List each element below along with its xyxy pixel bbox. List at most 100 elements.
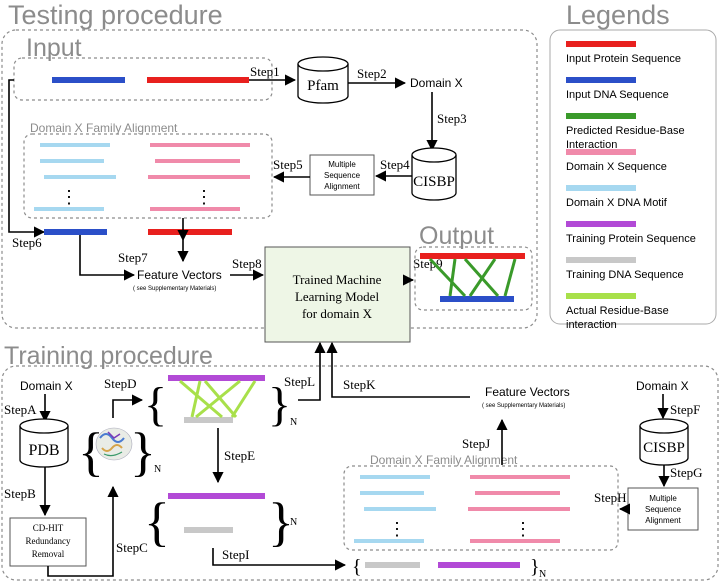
training-msa-box [627,487,699,531]
legend-label: Domain X Sequence [566,161,667,173]
stepG-label: StepG [670,465,703,480]
step7-label: Step7 [118,250,148,265]
see-supp-label-test: ( see Supplementary Materials) [133,286,216,292]
pdb-database-icon [19,418,69,468]
stepI-label: StepI [222,547,249,562]
cdhit-line3: Removal [32,549,65,559]
step3-label: Step3 [437,111,467,126]
separated-right-brace: } [268,492,294,552]
domain-x-label-left: Domain X [20,379,73,393]
complex-n-label: N [290,417,297,428]
step9-label: Step9 [413,256,443,271]
step8-label: Step8 [232,256,262,271]
protein-structure-image [95,427,133,461]
training-msa-line1: Multiple [649,494,677,503]
step6-arrow [8,79,46,238]
legend-label: Training Protein Sequence [566,233,696,245]
see-supp-label-train: ( see Supplementary Materials) [482,403,565,409]
legend-label: Input Protein Sequence [566,53,681,65]
input-box [13,57,273,101]
training-cisbp-label: CISBP [643,440,685,456]
stepL-label: StepL [284,374,315,389]
msa-box [309,154,375,196]
trained-model-box [264,246,411,343]
pdb-label: PDB [28,442,59,459]
model-line1: Trained Machine [293,272,382,287]
cisbp-database-icon [411,147,457,201]
family-alignment-box [23,133,273,219]
ellipsis-motif: ⋮ [60,187,78,207]
stepA-label: StepA [4,402,37,417]
input-title: Input [26,34,82,62]
stepD-arrow [112,394,144,418]
cdhit-line1: CD-HIT [33,523,64,533]
predicted-interaction-lines [428,257,517,298]
stepL-arrow [298,341,326,401]
family-alignment-rows [34,143,250,211]
training-msa-line2: Sequence [645,505,682,514]
feature-vectors-label-train: Feature Vectors [485,385,570,399]
separated-n-label: N [290,517,297,528]
step5-label: Step5 [273,157,303,172]
ellipsis-seq: ⋮ [195,187,213,207]
pfam-label: Pfam [307,78,339,94]
testing-title: Testing procedure [8,0,223,30]
stepF-label: StepF [670,402,700,417]
step6-label: Step6 [12,235,42,250]
msa-line2: Sequence [324,171,361,180]
bottom-left-brace: { [352,556,362,578]
stepK-label: StepK [343,377,376,392]
stepE-label: StepE [224,448,255,463]
stepI-arrow [212,548,347,571]
complex-left-brace: { [144,378,167,431]
training-family-alignment-box [343,465,619,551]
training-ellipsis-motif: ⋮ [388,519,406,539]
training-cisbp-database-icon [639,418,689,466]
structures-right-brace: } [130,422,156,482]
output-box [414,246,533,311]
legends-title: Legends [566,0,670,30]
training-ellipsis-seq: ⋮ [514,519,532,539]
actual-interaction-lines [179,379,257,419]
model-line3: for domain X [302,306,373,321]
training-panel [1,365,719,581]
legend-panel [549,29,717,325]
training-title: Training procedure [4,342,213,370]
feature-vectors-label-test: Feature Vectors [137,268,222,282]
training-family-alignment-title: Domain X Family Alignment [370,453,518,467]
legend-label: Input DNA Sequence [566,89,669,101]
legend-label: Domain X DNA Motif [566,197,668,209]
domain-x-label-top: Domain X [410,76,463,90]
domain-x-label-right: Domain X [636,379,689,393]
msa-line1: Multiple [328,160,356,169]
step2-label: Step2 [357,66,387,81]
step1-label: Step1 [250,64,280,79]
cdhit-box [9,517,87,567]
stepD-label: StepD [104,376,137,391]
step4-label: Step4 [380,157,410,172]
stepH-label: StepH [594,490,627,505]
stepJ-label: StepJ [462,436,490,451]
complex-right-brace: } [268,378,291,431]
msa-line3: Alignment [324,182,360,191]
structures-n-label: N [154,464,161,475]
stepK-arrow [326,341,470,398]
cdhit-line2: Redundancy [26,536,71,546]
family-alignment-title: Domain X Family Alignment [30,121,178,135]
pfam-database-icon [297,56,349,104]
model-line2: Learning Model [295,289,380,304]
dna-to-feature-arrow [79,235,136,281]
legend-label: Training DNA Sequence [566,269,684,281]
stepC-arrow [47,485,119,577]
stepC-label: StepC [116,540,148,555]
stepB-label: StepB [4,486,36,501]
cisbp-label: CISBP [413,174,455,190]
bottom-right-brace: } [530,556,540,578]
bottom-n-label: N [539,569,546,580]
output-title: Output [419,222,494,250]
separated-left-brace: { [144,492,170,552]
